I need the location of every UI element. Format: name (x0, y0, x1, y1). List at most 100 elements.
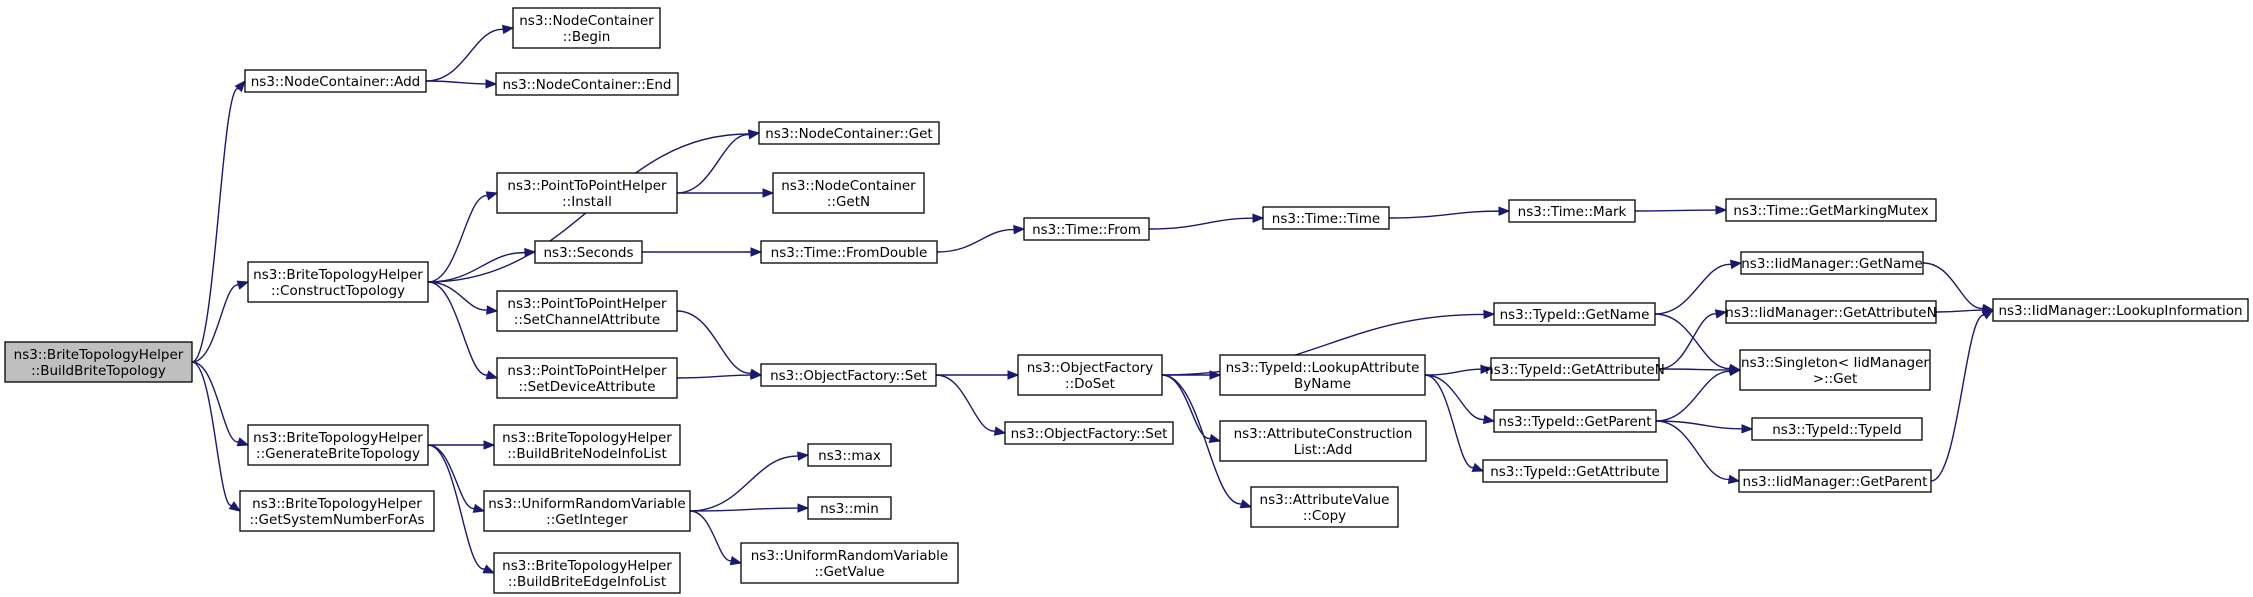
call-edge (1655, 420, 1754, 434)
node-box (1725, 198, 1937, 222)
call-nodes: ns3::BriteTopologyHelper::BuildBriteTopo… (4, 7, 2249, 594)
function-node[interactable]: ns3::NodeContainer::Get (758, 121, 940, 145)
function-node[interactable]: ns3::BriteTopologyHelper::ConstructTopol… (247, 261, 429, 303)
call-edge (1162, 370, 1222, 380)
function-node[interactable]: ns3::UniformRandomVariable::GetInteger (483, 490, 691, 532)
function-node[interactable]: ns3::IidManager::GetParent (1738, 469, 1932, 493)
call-edge (1161, 374, 1253, 509)
function-node[interactable]: ns3::Time::Mark (1508, 199, 1636, 223)
node-box (1017, 354, 1163, 396)
call-edge (1424, 374, 1496, 425)
node-label: ns3::ObjectFactory::Set (1011, 426, 1168, 442)
node-box (758, 121, 940, 145)
function-node[interactable]: ns3::AttributeValue::Copy (1250, 486, 1399, 528)
call-edge (1424, 364, 1493, 376)
arrowhead (1007, 370, 1020, 380)
function-node[interactable]: ns3::PointToPointHelper::Install (496, 172, 678, 214)
call-edge (689, 510, 743, 566)
node-label: ::SetChannelAttribute (514, 312, 660, 328)
function-node[interactable]: ns3::Time::From (1023, 217, 1150, 241)
function-node[interactable]: ns3::TypeId::GetName (1493, 302, 1656, 326)
arrowhead (1741, 424, 1754, 434)
function-node[interactable]: ns3::ObjectFactory::Set (760, 363, 937, 387)
node-box (512, 7, 661, 49)
function-node[interactable]: ns3::NodeContainer::Add (244, 69, 427, 93)
function-node[interactable]: ns3::BriteTopologyHelper::GetSystemNumbe… (239, 490, 435, 532)
function-node[interactable]: ns3::ObjectFactory::DoSet (1017, 354, 1163, 396)
function-node[interactable]: ns3::max (807, 443, 892, 467)
arrowhead (501, 24, 515, 35)
node-label: ns3::Time::From (1032, 222, 1141, 238)
call-edge (427, 444, 486, 513)
node-box (534, 240, 643, 264)
call-edge (642, 247, 763, 257)
call-edge (427, 281, 499, 315)
node-label: ns3::UniformRandomVariable (751, 548, 949, 564)
arrowhead (472, 503, 486, 513)
call-edge (677, 188, 775, 198)
arrowhead (1471, 462, 1485, 472)
node-label: List::Add (1294, 442, 1353, 458)
node-label: ns3::NodeContainer (781, 178, 916, 194)
arrowhead (1239, 499, 1253, 509)
arrowhead (486, 305, 499, 315)
node-label: ns3::Time::GetMarkingMutex (1733, 203, 1928, 219)
arrowhead (483, 440, 496, 450)
node-label: ns3::AttributeConstruction (1234, 426, 1413, 442)
node-box (495, 72, 679, 96)
arrowhead (228, 501, 242, 512)
function-node[interactable]: ns3::ObjectFactory::Set (1004, 421, 1174, 445)
arrowhead (993, 426, 1007, 436)
function-node[interactable]: ns3::TypeId::GetParent (1493, 409, 1657, 433)
function-node[interactable]: ns3::NodeContainer::End (495, 72, 679, 96)
function-node[interactable]: ns3::NodeContainer::GetN (772, 172, 925, 214)
node-label: ::Begin (563, 29, 611, 45)
arrowhead (1482, 414, 1496, 425)
node-label: ns3::TypeId::GetName (1500, 307, 1650, 323)
node-label: ns3::BriteTopologyHelper (14, 347, 184, 363)
arrowhead (1498, 206, 1511, 216)
function-node[interactable]: ns3::TypeId::GetAttributeN (1485, 357, 1665, 381)
node-box (483, 490, 691, 532)
call-edge (427, 191, 499, 283)
function-node[interactable]: ns3::BriteTopologyHelper::BuildBriteNode… (493, 424, 681, 466)
function-node[interactable]: ns3::TypeId::GetAttribute (1482, 459, 1668, 483)
function-node[interactable]: ns3::PointToPointHelper::SetDeviceAttrib… (496, 357, 678, 399)
node-box (1219, 354, 1426, 396)
function-node[interactable]: ns3::IidManager::GetAttributeN (1725, 300, 1937, 324)
arrowhead (1715, 205, 1728, 215)
function-node[interactable]: ns3::Time::Time (1262, 206, 1390, 230)
node-label: ns3::NodeContainer::End (503, 77, 672, 93)
node-box (1004, 421, 1174, 445)
arrowhead (750, 370, 763, 380)
function-node[interactable]: ns3::BriteTopologyHelper::GenerateBriteT… (247, 424, 429, 466)
node-box (1493, 409, 1657, 433)
function-node[interactable]: ns3::Time::GetMarkingMutex (1725, 198, 1937, 222)
node-box (4, 341, 193, 383)
call-edge (936, 370, 1020, 380)
node-label: ::Install (562, 194, 612, 210)
function-node[interactable]: ns3::IidManager::GetName (1740, 251, 1924, 275)
function-node[interactable]: ns3::TypeId::TypeId (1751, 417, 1923, 441)
function-node[interactable]: ns3::UniformRandomVariable::GetValue (740, 542, 959, 584)
arrowhead (485, 79, 498, 89)
call-edge (1161, 309, 1496, 376)
arrowhead (1728, 366, 1742, 377)
function-node[interactable]: ns3::min (807, 496, 892, 520)
function-node[interactable]: ns3::Seconds (534, 240, 643, 264)
call-edge (1148, 213, 1265, 230)
function-node[interactable]: ns3::BriteTopologyHelper::BuildBriteEdge… (493, 552, 681, 594)
node-box (1738, 469, 1932, 493)
arrowhead (524, 247, 537, 258)
function-node[interactable]: ns3::Singleton< IidManager >::Get (1739, 349, 1931, 391)
node-label: ns3::ObjectFactory::Set (770, 368, 927, 384)
node-label: ns3::TypeId::TypeId (1772, 422, 1902, 438)
function-node[interactable]: ns3::Time::FromDouble (760, 240, 938, 264)
node-label: ns3::IidManager::LookupInformation (1998, 303, 2242, 319)
function-node[interactable]: ns3::NodeContainer::Begin (512, 7, 661, 49)
node-box (493, 552, 681, 594)
function-node[interactable]: ns3::IidManager::LookupInformation (1992, 298, 2249, 322)
function-node[interactable]: ns3::PointToPointHelper::SetChannelAttri… (496, 290, 678, 332)
